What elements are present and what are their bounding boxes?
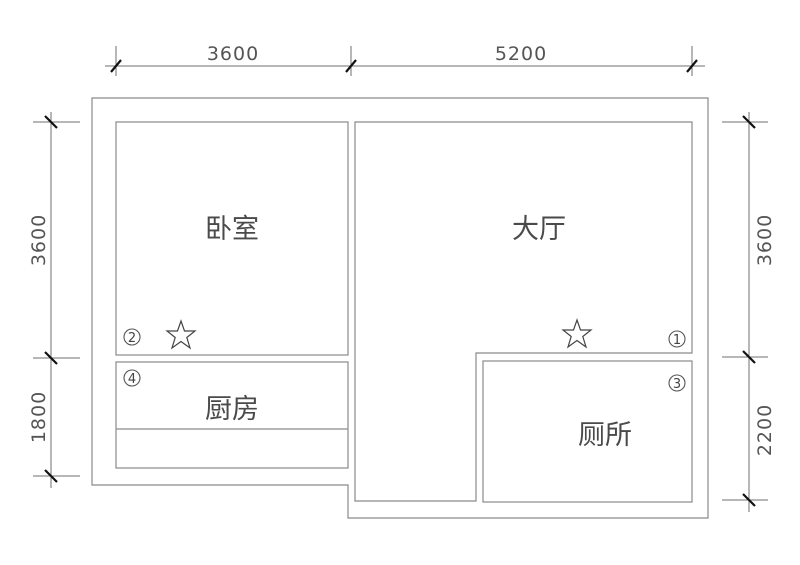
right-dim-1: 3600 <box>754 214 776 266</box>
marker-2: 2 <box>123 328 141 346</box>
left-dimension: 3600 1800 <box>28 112 80 488</box>
top-dim-1: 3600 <box>207 43 259 65</box>
marker-4: 4 <box>123 369 141 387</box>
outer-wall <box>91 97 709 519</box>
svg-text:4: 4 <box>128 372 136 387</box>
svg-text:3: 3 <box>673 377 681 392</box>
left-dim-1: 3600 <box>28 214 50 266</box>
right-dim-2: 2200 <box>754 404 776 456</box>
star-icon <box>561 318 593 349</box>
top-dim-2: 5200 <box>495 43 547 65</box>
bedroom-outline <box>115 121 349 356</box>
top-dimension: 3600 5200 <box>105 43 705 76</box>
right-dimension: 3600 2200 <box>722 112 776 512</box>
svg-text:2: 2 <box>128 331 136 346</box>
room-label-bathroom: 厕所 <box>578 420 632 451</box>
star-icon <box>165 319 197 350</box>
room-label-living: 大厅 <box>512 214 566 245</box>
svg-text:1: 1 <box>673 333 681 348</box>
kitchen-outline <box>115 361 349 469</box>
bathroom-outline <box>482 360 693 503</box>
marker-3: 3 <box>668 374 686 392</box>
marker-1: 1 <box>668 330 686 348</box>
living-room-outline <box>354 121 693 502</box>
left-dim-2: 1800 <box>28 391 50 443</box>
room-label-bedroom: 卧室 <box>205 214 259 245</box>
room-label-kitchen: 厨房 <box>205 394 259 425</box>
